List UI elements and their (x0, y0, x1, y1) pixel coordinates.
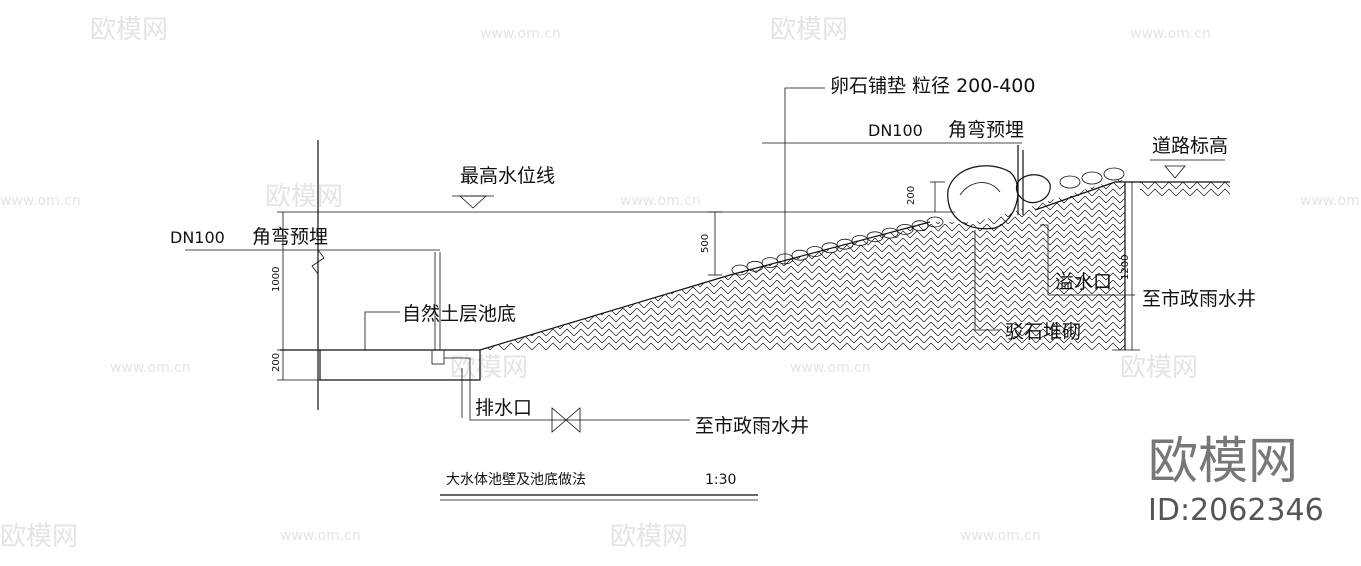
rain-well-right-label: 至市政雨水井 (1142, 288, 1256, 310)
small-rock (1015, 174, 1051, 204)
pool-bottom-base (319, 350, 481, 381)
drawing-scale: 1:30 (705, 472, 736, 488)
dim-200-top: 200 (906, 186, 917, 205)
watermark-site-text: www.om.cn (480, 26, 561, 42)
leader-lines (185, 87, 1225, 350)
pebble (911, 220, 929, 232)
boulder-rock (947, 165, 1019, 230)
dim-500: 500 (700, 234, 711, 253)
road-level-label: 道路标高 (1152, 135, 1228, 157)
boulder-leader (974, 230, 1000, 331)
elbow-top-label: 角弯预埋 (948, 119, 1024, 141)
watermark-site-text: www.om.cn (1300, 193, 1361, 209)
natural-soil-label: 自然土层池底 (402, 303, 516, 325)
boulder-label: 驳石堆砌 (1005, 321, 1081, 343)
watermark-logo-text: 欧模网 (265, 182, 343, 212)
road-level-symbol (1164, 165, 1186, 179)
pebble (926, 216, 944, 228)
annotations: 卵石铺垫 粒径 200-400 DN100 角弯预埋 道路标高 最高水位线 DN… (170, 75, 1256, 488)
pebble (821, 242, 839, 254)
dim-1200: 1200 (1120, 255, 1131, 280)
dn100-left-label: DN100 (170, 228, 225, 247)
pebble (806, 246, 824, 257)
pebble (866, 231, 884, 243)
natural-soil-leader (364, 311, 400, 350)
overflow-label: 溢水口 (1055, 271, 1112, 293)
pebble (836, 238, 854, 250)
max-water-line-label: 最高水位线 (460, 165, 555, 187)
valve-symbol-left (551, 407, 567, 433)
pebble (761, 257, 779, 269)
break-mark (311, 249, 325, 275)
dimension-text: 200 500 1000 200 1200 (271, 186, 1131, 372)
overflow-pipe (1017, 145, 1135, 296)
watermark-site-text: www.om.cn (280, 528, 361, 544)
drain-box (431, 349, 445, 365)
soil-hatch (320, 180, 1125, 350)
watermark-site-text: www.om.cn (110, 360, 191, 376)
dn100-top-label: DN100 (868, 121, 923, 140)
pebble (731, 264, 749, 276)
watermark-site-text: www.om.cn (960, 528, 1041, 544)
road-hatch (1140, 182, 1230, 196)
pebble (791, 249, 809, 261)
watermark-logo-text: 欧模网 (610, 522, 688, 552)
valve-symbol-right (565, 407, 581, 433)
watermark-brand-large: 欧模网 (1148, 432, 1298, 490)
pebble-layer (731, 216, 944, 276)
drawing-title: 大水体池壁及池底做法 (446, 472, 586, 488)
title-block (440, 494, 758, 501)
watermark-logo-text: 欧模网 (90, 15, 168, 45)
watermark-site-text: www.om.cn (1130, 26, 1211, 42)
pebble (1103, 167, 1125, 181)
pebble-leader (784, 87, 825, 265)
boulder-group (947, 165, 1125, 230)
watermark-corner: 欧模网 ID:2062346 (1148, 432, 1324, 528)
pebble (851, 235, 869, 246)
watermark-site-text: www.om.cn (620, 193, 701, 209)
pebble (1081, 171, 1103, 185)
watermark-id: ID:2062346 (1148, 493, 1324, 528)
pebble (746, 260, 764, 272)
watermark-logo-text: 欧模网 (770, 15, 848, 45)
overflow-leader (1040, 224, 1135, 296)
dimension-lines (277, 181, 1140, 381)
bank-line (1034, 181, 1125, 211)
pebble (881, 227, 899, 239)
drain-assembly (431, 252, 690, 433)
soil-body (280, 180, 1230, 381)
water-structure (311, 140, 955, 410)
drain-label: 排水口 (475, 397, 532, 419)
elbow-left-label: 角弯预埋 (252, 226, 328, 248)
pebble (1059, 175, 1081, 189)
watermark-layer: 欧模网 www.om.cn 欧模网 www.om.cn 欧模网 www.om.c… (0, 15, 1361, 552)
pebble-layer-label: 卵石铺垫 粒径 200-400 (830, 75, 1035, 97)
pebble (896, 223, 914, 235)
boulder-detail (959, 182, 1001, 196)
rain-well-bottom-label: 至市政雨水井 (695, 415, 809, 437)
dim-1000: 1000 (271, 267, 282, 292)
watermark-logo-text: 欧模网 (1120, 353, 1198, 383)
dim-200-left: 200 (271, 353, 282, 372)
watermark-logo-text: 欧模网 (0, 522, 78, 552)
water-level-symbol (458, 195, 488, 209)
watermark-site-text: www.om.cn (790, 360, 871, 376)
watermark-site-text: www.om.cn (0, 193, 81, 209)
